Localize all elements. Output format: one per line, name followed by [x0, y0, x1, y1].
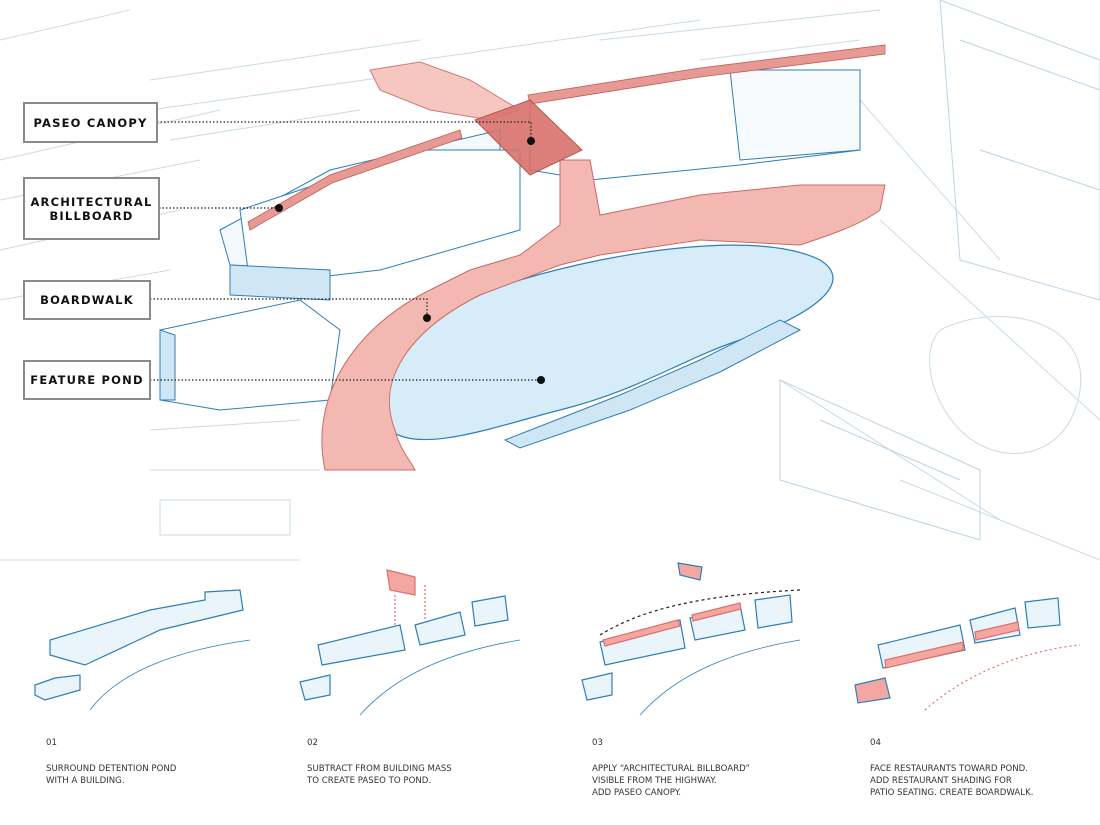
callout-label: FEATURE POND — [30, 373, 144, 387]
step-diagram-03 — [581, 562, 801, 716]
step-diagram-01 — [34, 589, 251, 711]
step-text: APPLY “ARCHITECTURAL BILLBOARD” — [592, 764, 750, 774]
step-text: WITH A BUILDING. — [46, 776, 125, 786]
callout-architectural-billboard: ARCHITECTURAL BILLBOARD — [23, 177, 160, 240]
step-number: 02 — [307, 738, 318, 748]
boardwalk-shape — [321, 159, 886, 471]
callout-label-line2: BILLBOARD — [49, 208, 134, 223]
step-text: FACE RESTAURANTS TOWARD POND. — [870, 764, 1028, 774]
callout-dots — [275, 137, 545, 384]
step-text: PATIO SEATING. CREATE BOARDWALK. — [870, 788, 1034, 798]
step-text: SUBTRACT FROM BUILDING MASS — [307, 764, 452, 774]
step-04-caption: 04 FACE RESTAURANTS TOWARD POND. ADD RES… — [870, 737, 1033, 799]
step-number: 01 — [46, 738, 57, 748]
step-number: 03 — [592, 738, 603, 748]
step-text: ADD PASEO CANOPY. — [592, 788, 682, 798]
callout-label: BOARDWALK — [40, 293, 134, 307]
paseo-canopy-shape — [474, 99, 583, 176]
parking-lots — [0, 0, 1100, 561]
callout-label: PASEO CANOPY — [33, 115, 148, 130]
callout-paseo-canopy: PASEO CANOPY — [23, 102, 158, 143]
step-01-caption: 01 SURROUND DETENTION POND WITH A BUILDI… — [46, 737, 176, 787]
step-diagram-02 — [299, 569, 521, 716]
step-text: SURROUND DETENTION POND — [46, 764, 177, 774]
callout-leaders — [150, 121, 541, 381]
step-02-caption: 02 SUBTRACT FROM BUILDING MASS TO CREATE… — [307, 737, 452, 787]
step-text: ADD RESTAURANT SHADING FOR — [870, 776, 1012, 786]
callout-label-line1: ARCHITECTURAL — [30, 194, 153, 209]
pond-south-walk — [503, 319, 802, 449]
step-03-caption: 03 APPLY “ARCHITECTURAL BILLBOARD” VISIB… — [592, 737, 750, 799]
step-text: VISIBLE FROM THE HIGHWAY. — [592, 776, 717, 786]
step-diagram-04 — [854, 597, 1081, 711]
step-text: TO CREATE PASEO TO POND. — [307, 776, 432, 786]
step-number: 04 — [870, 738, 881, 748]
callout-feature-pond: FEATURE POND — [23, 360, 151, 400]
callout-boardwalk: BOARDWALK — [23, 280, 151, 320]
